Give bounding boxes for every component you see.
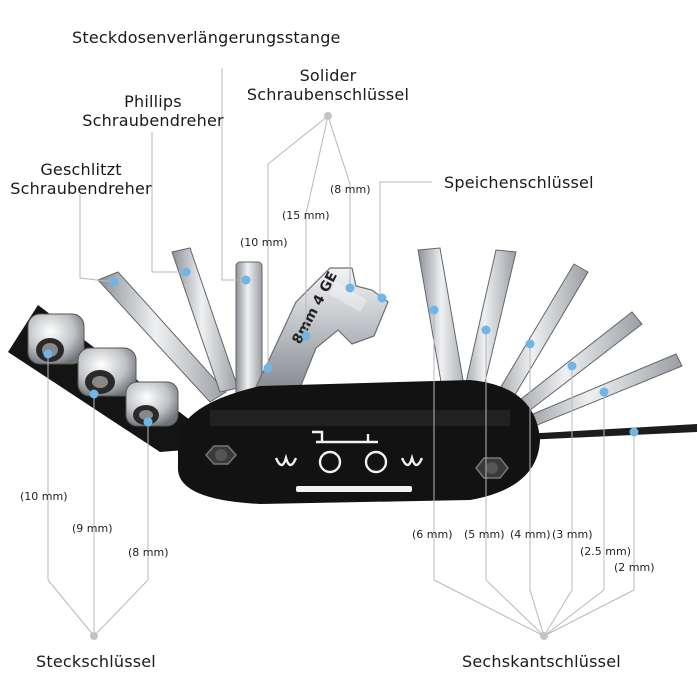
dot-socket-8: [143, 417, 153, 427]
size-socket-8: (8 mm): [128, 546, 169, 559]
label-solid-wrench: Solider Schraubenschlüssel: [236, 66, 420, 104]
dot-hex-6: [429, 305, 439, 315]
dot-wrench-15: [301, 331, 311, 341]
label-phillips-line2: Schraubendreher: [82, 111, 224, 130]
size-wrench-15: (15 mm): [282, 209, 330, 222]
dot-wrench-hub: [324, 112, 332, 120]
size-wrench-8: (8 mm): [330, 183, 371, 196]
size-wrench-10: (10 mm): [240, 236, 288, 249]
dot-hex-hub: [540, 632, 548, 640]
size-socket-9: (9 mm): [72, 522, 113, 535]
size-hex-5: (5 mm): [464, 528, 505, 541]
dot-wrench-8: [345, 283, 355, 293]
dot-hex-2-5: [599, 387, 609, 397]
label-hex-keys: Sechskantschlüssel: [462, 652, 621, 671]
dot-wrench-10: [263, 363, 273, 373]
label-phillips-line1: Phillips: [124, 92, 182, 111]
size-hex-4: (4 mm): [510, 528, 551, 541]
dot-hex-3: [567, 361, 577, 371]
label-phillips: Phillips Schraubendreher: [70, 92, 236, 130]
right-bolt: [475, 457, 509, 479]
leader-lines: [47, 68, 635, 637]
size-hex-2: (2 mm): [614, 561, 655, 574]
socket-10mm: [27, 313, 85, 365]
slotted-screwdriver: [97, 271, 227, 403]
label-slotted-line1: Geschlitzt: [40, 160, 122, 179]
size-hex-2-5: (2.5 mm): [580, 545, 632, 558]
hex-key-2mm: [524, 424, 697, 440]
label-slotted: Geschlitzt Schraubendreher: [0, 160, 162, 198]
left-bolt: [204, 445, 238, 465]
logo-underline: [296, 486, 412, 492]
dot-hex-4: [525, 339, 535, 349]
dot-phillips: [181, 267, 191, 277]
label-sockets: Steckschlüssel: [36, 652, 156, 671]
dot-hex-2: [629, 427, 639, 437]
dot-socket-9: [89, 389, 99, 399]
label-solid-wrench-line1: Solider: [299, 66, 357, 85]
dot-hex-5: [481, 325, 491, 335]
size-hex-6: (6 mm): [412, 528, 453, 541]
dot-slotted: [109, 277, 119, 287]
socket-9mm: [77, 347, 137, 397]
brand-logo: [274, 430, 424, 474]
dot-socket-hub: [90, 632, 98, 640]
dot-extension: [241, 275, 251, 285]
dot-socket-10: [43, 349, 53, 359]
size-socket-10: (10 mm): [20, 490, 68, 503]
socket-8mm: [125, 381, 179, 427]
label-socket-extension-bar: Steckdosenverlängerungsstange: [72, 28, 341, 47]
size-hex-3: (3 mm): [552, 528, 593, 541]
label-solid-wrench-line2: Schraubenschlüssel: [246, 85, 410, 104]
marker-dots: [43, 112, 639, 640]
label-slotted-line2: Schraubendreher: [10, 179, 152, 198]
dot-spoke: [377, 293, 387, 303]
label-spoke-wrench: Speichenschlüssel: [444, 173, 594, 192]
